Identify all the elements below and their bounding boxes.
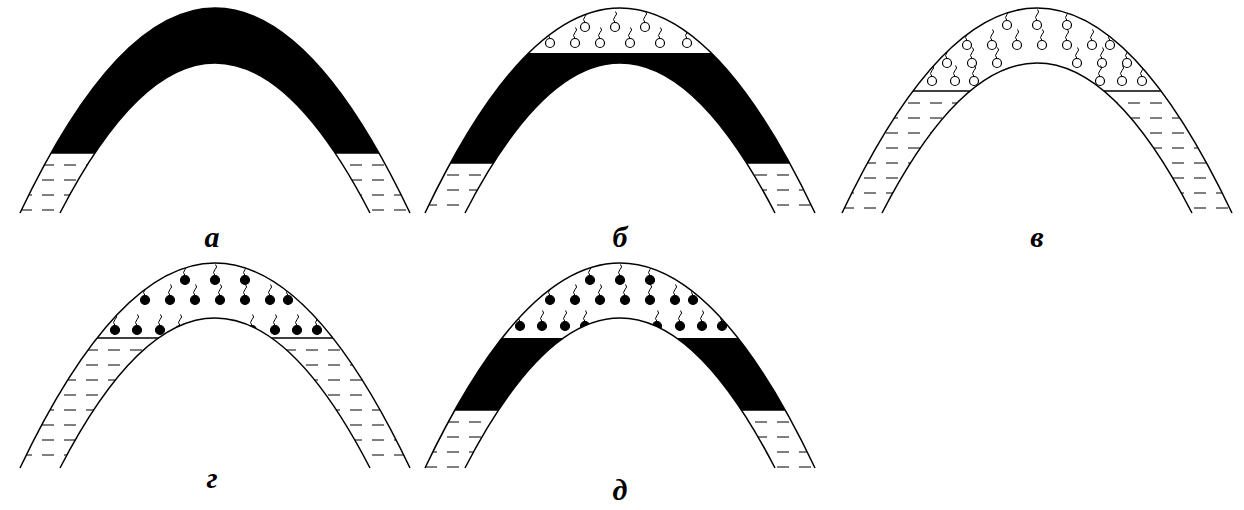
- anticline-d: [425, 263, 815, 468]
- panel-letter: а: [205, 222, 220, 252]
- anticline-a: [20, 3, 410, 213]
- panel-letter: б: [613, 222, 628, 252]
- anticline-b: [425, 8, 815, 213]
- anticline-v: [842, 8, 1232, 213]
- panel-letter: в: [1030, 222, 1043, 252]
- panel-letter: д: [613, 475, 628, 505]
- panel-letter: г: [206, 463, 217, 493]
- anticline-g: [20, 263, 410, 468]
